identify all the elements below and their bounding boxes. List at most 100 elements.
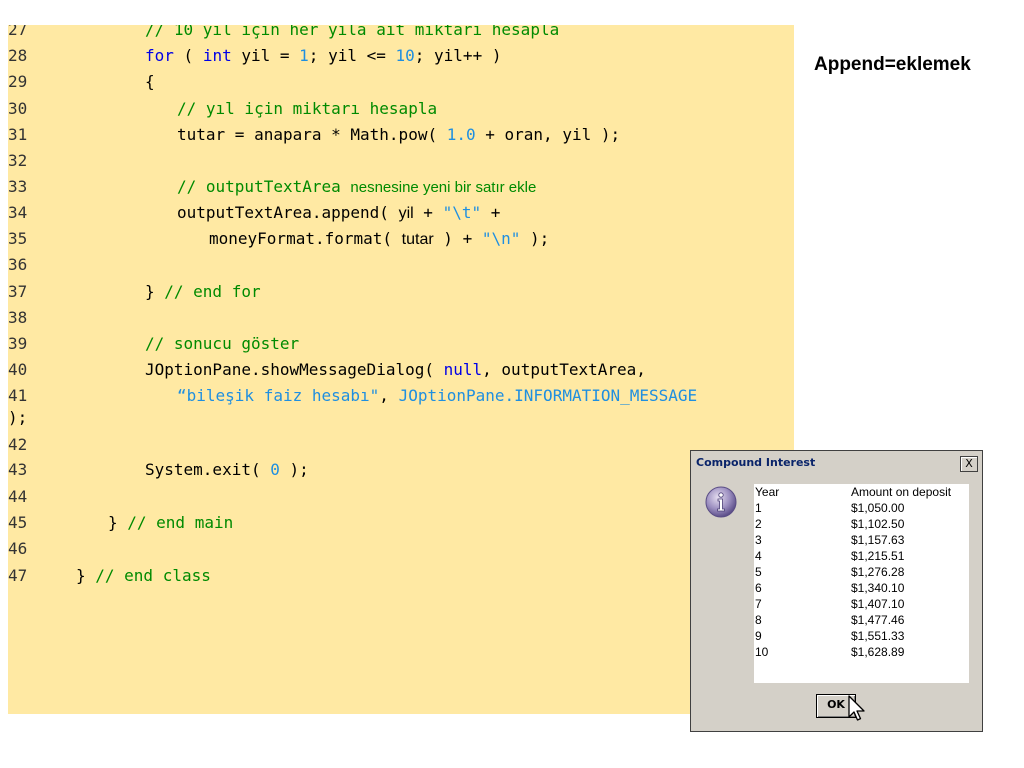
- line-number: 47: [8, 566, 28, 585]
- year-value: 4: [755, 549, 762, 563]
- line-number: 36: [8, 255, 28, 274]
- code-token: ; yil++ ): [414, 46, 502, 65]
- code-token: "\n": [481, 229, 521, 248]
- year-column-header: Year: [755, 485, 780, 499]
- code-line: 46: [8, 536, 794, 562]
- information-icon: [705, 486, 737, 518]
- code-line: 41“bileşik faiz hesabı", JOptionPane.INF…: [8, 383, 794, 409]
- code-token: yil: [398, 205, 414, 222]
- code-line: 37} // end for: [8, 279, 794, 305]
- line-number: 37: [8, 282, 28, 301]
- code-text: moneyFormat.format( tutar ) + "\n" );: [209, 226, 549, 253]
- side-note: Append=eklemek: [814, 54, 971, 75]
- code-text: tutar = anapara * Math.pow( 1.0 + oran, …: [177, 122, 620, 148]
- code-text: // outputTextArea nesnesine yeni bir sat…: [177, 174, 536, 201]
- code-text: // sonucu göster: [145, 331, 299, 357]
- code-token: JOptionPane.INFORMATION_MESSAGE: [398, 386, 698, 405]
- code-token: +: [413, 203, 443, 222]
- text-area-row: 7 $1,407.10: [755, 596, 904, 612]
- line-number: 41: [8, 386, 28, 405]
- year-value: 7: [755, 597, 762, 611]
- code-token: // sonucu göster: [145, 334, 300, 353]
- code-token: );: [8, 408, 28, 427]
- code-text: {: [145, 69, 155, 95]
- line-number: 35: [8, 229, 28, 248]
- code-line: 39// sonucu göster: [8, 331, 794, 357]
- dialog-title: Compound Interest: [696, 456, 816, 469]
- year-value: 1: [755, 501, 762, 515]
- code-token: // 10 yıl için her yıla ait miktarı hesa…: [145, 25, 560, 39]
- code-token: );: [520, 229, 550, 248]
- code-token: moneyFormat.format(: [209, 229, 402, 248]
- text-area-row: 3$1,157.63: [755, 532, 904, 548]
- code-line: 34 outputTextArea.append( yil + "\t" +: [8, 200, 794, 226]
- code-token: 10: [395, 46, 415, 65]
- amount-value: $1,551.33: [851, 629, 905, 643]
- code-text: } // end class: [76, 563, 211, 589]
- code-token: // outputTextArea: [177, 177, 351, 196]
- code-line: 45} // end main: [8, 510, 794, 536]
- amount-value: $1,157.63: [851, 533, 905, 547]
- line-number: 27: [8, 25, 28, 39]
- code-text: for ( int yil = 1; yil <= 10; yil++ ): [145, 43, 501, 69]
- text-area-row: 5 $1,276.28: [755, 564, 904, 580]
- text-area-row: 6 $1,340.10: [755, 580, 904, 596]
- year-value: 8: [755, 613, 762, 627]
- code-line: 35 moneyFormat.format( tutar ) + "\n" );: [8, 226, 794, 252]
- code-token: }: [108, 513, 128, 532]
- code-token: , outputTextArea,: [482, 360, 646, 379]
- code-token: ,: [379, 386, 399, 405]
- code-line: 40 JOptionPane.showMessageDialog( null, o…: [8, 357, 794, 383]
- year-value: 6: [755, 581, 762, 595]
- text-area-header: Year Amount on deposit: [755, 484, 951, 500]
- year-value: 10: [755, 645, 769, 659]
- code-token: int: [202, 46, 232, 65]
- line-number: 34: [8, 203, 28, 222]
- code-token: JOptionPane.showMessageDialog(: [145, 360, 444, 379]
- amount-value: $1,276.28: [851, 565, 905, 579]
- amount-value: $1,628.89: [851, 645, 905, 659]
- code-line: 32: [8, 148, 794, 174]
- line-number: 33: [8, 177, 28, 196]
- code-line: 30 // yıl için miktarı hesapla: [8, 96, 794, 122]
- code-token: // yıl için miktarı hesapla: [177, 99, 438, 118]
- line-number: 45: [8, 513, 28, 532]
- amount-value: $1,340.10: [851, 581, 905, 595]
- code-token: nesnesine yeni bir satır ekle: [350, 179, 537, 196]
- amount-value: $1,215.51: [851, 549, 905, 563]
- year-value: 5: [755, 565, 762, 579]
- amount-value: $1,477.46: [851, 613, 905, 627]
- code-text: JOptionPane.showMessageDialog( null, out…: [145, 357, 646, 383]
- code-token: tutar: [401, 231, 434, 248]
- year-value: 2: [755, 517, 762, 531]
- code-text: );: [8, 405, 27, 431]
- dialog-titlebar[interactable]: Compound Interest X: [693, 453, 980, 473]
- code-token: // end class: [95, 566, 211, 585]
- code-token: (: [173, 46, 203, 65]
- line-number: 44: [8, 487, 28, 506]
- code-line: 38: [8, 305, 794, 331]
- line-number: 43: [8, 460, 28, 479]
- close-icon: X: [965, 457, 973, 470]
- code-text: outputTextArea.append( yil + "\t" +: [177, 200, 500, 227]
- code-text: System.exit( 0 );: [145, 457, 309, 483]
- code-token: // end main: [127, 513, 234, 532]
- line-number: 42: [8, 435, 28, 454]
- code-line: 27 // 10 yıl için her yıla ait miktarı he…: [8, 25, 794, 43]
- line-number: 30: [8, 99, 28, 118]
- year-value: 9: [755, 629, 762, 643]
- line-number: 40: [8, 360, 28, 379]
- code-token: );: [279, 460, 309, 479]
- mouse-pointer-icon: [848, 695, 865, 721]
- close-button[interactable]: X: [960, 456, 978, 472]
- amount-value: $1,407.10: [851, 597, 905, 611]
- text-area-row: 2$1,102.50: [755, 516, 904, 532]
- code-token: {: [145, 72, 155, 91]
- amount-value: $1,050.00: [851, 501, 905, 515]
- code-token: System.exit(: [145, 460, 271, 479]
- code-text: // 10 yıl için her yıla ait miktarı hesa…: [145, 25, 559, 43]
- text-area-row: 8 $1,477.46: [755, 612, 904, 628]
- code-token: for: [145, 46, 174, 65]
